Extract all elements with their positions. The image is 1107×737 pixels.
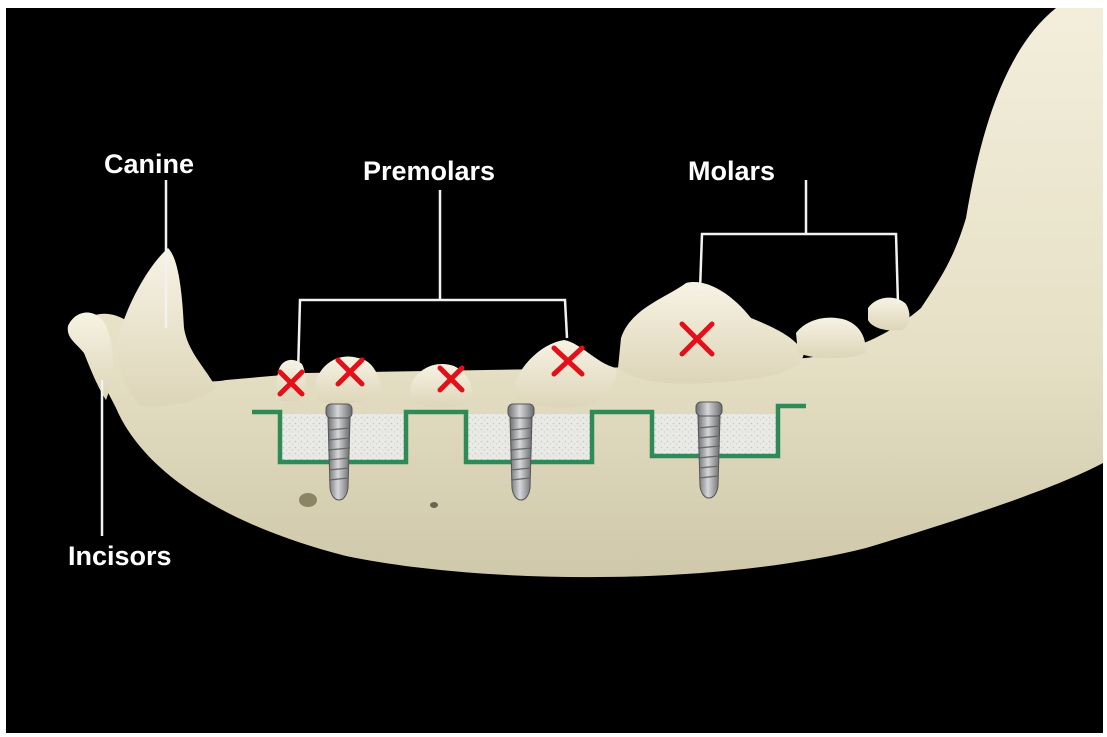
molar-tooth-3 bbox=[868, 298, 909, 331]
premolar-tooth-2 bbox=[316, 356, 382, 403]
mandible-bone bbox=[84, 8, 1103, 577]
dental-implant-3 bbox=[696, 402, 722, 498]
label-incisors: Incisors bbox=[68, 543, 172, 570]
mental-foramen-2 bbox=[430, 502, 438, 508]
molar-tooth-1 bbox=[618, 282, 804, 384]
premolar-tooth-4 bbox=[514, 340, 616, 408]
photo-frame: Canine Premolars Molars Incisors bbox=[6, 8, 1103, 733]
label-canine: Canine bbox=[104, 151, 194, 178]
molar-tooth-2 bbox=[796, 318, 866, 359]
label-molars: Molars bbox=[688, 158, 775, 185]
jaw-illustration bbox=[6, 8, 1103, 733]
label-premolars: Premolars bbox=[363, 158, 495, 185]
dental-implant-2 bbox=[508, 404, 534, 500]
dental-implant-1 bbox=[326, 404, 352, 500]
mental-foramen-1 bbox=[299, 493, 317, 507]
